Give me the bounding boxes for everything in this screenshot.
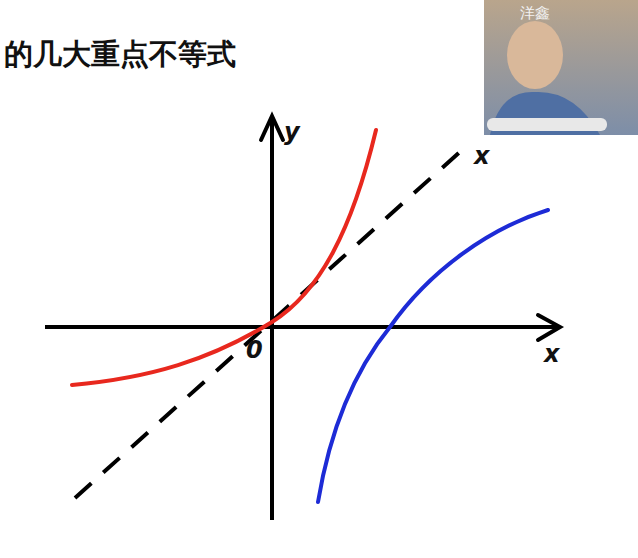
watermark: 洋鑫: [520, 4, 550, 23]
y-arrowhead: [261, 116, 283, 140]
webcam-frame: [484, 0, 638, 135]
webcam-person: [507, 21, 563, 89]
axis-label: y: [284, 118, 300, 146]
x-axis: [45, 325, 558, 329]
webcam-bar: [487, 118, 607, 131]
x-arrowhead: [538, 315, 560, 340]
line-label: x: [474, 142, 489, 170]
blue-curve: [318, 210, 548, 502]
red-curve: [72, 130, 376, 385]
axis-label: x: [544, 340, 559, 368]
origin-label: 0: [246, 336, 263, 364]
slide-title: 的几大重点不等式: [4, 35, 236, 75]
